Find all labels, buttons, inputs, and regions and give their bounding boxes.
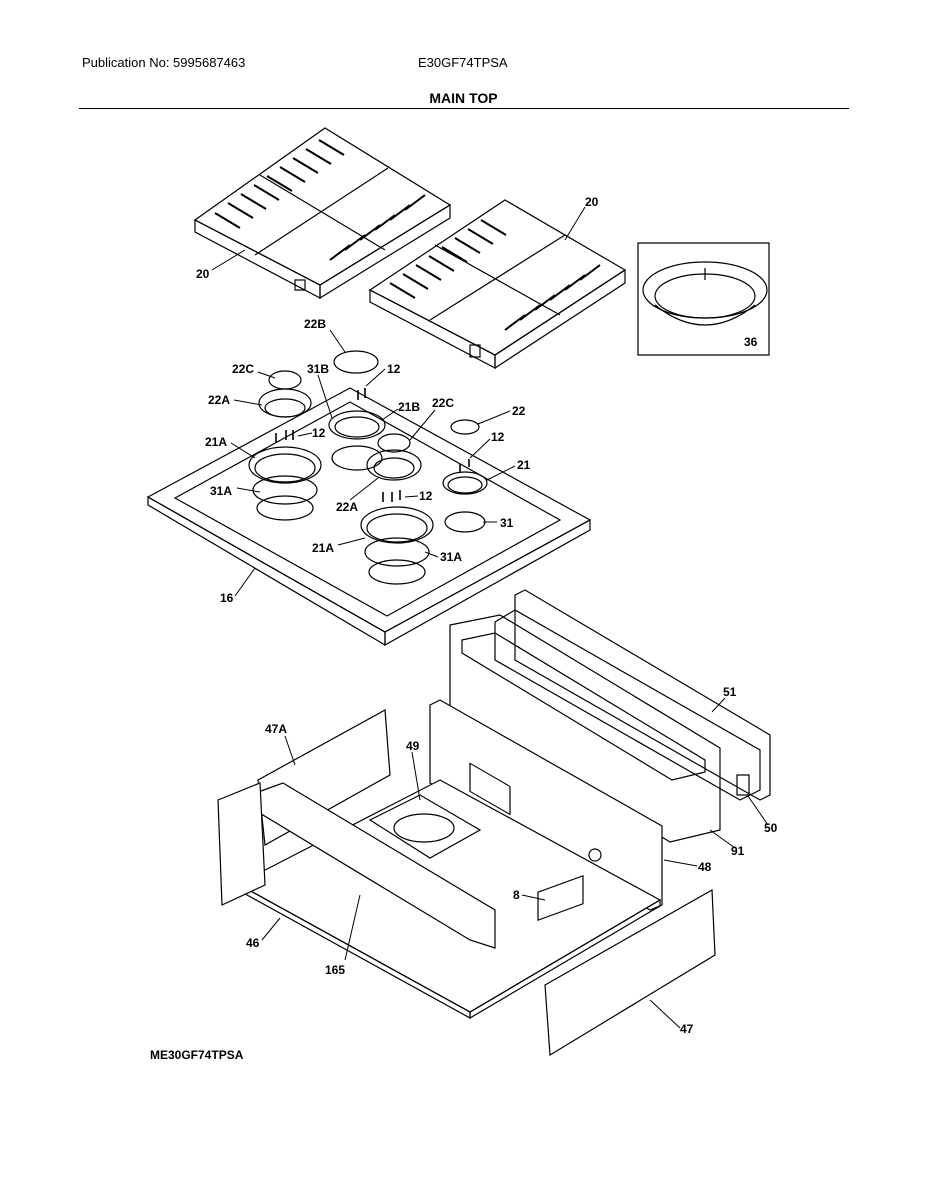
callout-16: 16: [220, 591, 234, 605]
callout-46: 46: [246, 936, 260, 950]
burner-21a-left: [248, 446, 322, 521]
burner-center: [366, 433, 422, 481]
publication-number: Publication No: 5995687463: [82, 55, 246, 70]
callout-49: 49: [406, 739, 420, 753]
callout-22c: 22C: [232, 362, 254, 376]
burner-cap-22b: [333, 350, 379, 374]
callout-8: 8: [513, 888, 520, 902]
right-grate: [368, 199, 627, 370]
callout-50: 50: [764, 821, 778, 835]
callout-48: 48: [698, 860, 712, 874]
callout-31a: 31A: [440, 550, 462, 564]
left-grate: [193, 127, 452, 300]
callout-22b: 22B: [304, 317, 326, 331]
callout-31a: 31A: [210, 484, 232, 498]
callout-47: 47: [680, 1022, 694, 1036]
cooktop-panel: [146, 387, 592, 647]
burner-cap-22: [450, 419, 480, 435]
burner-left-rear: [258, 370, 312, 418]
callout-21: 21: [517, 458, 531, 472]
callout-47a: 47A: [265, 722, 287, 736]
rear-panel-48: [429, 699, 663, 911]
callout-labels: 20 20 36 22B 22C 31B 12 22A 21B 22C 22 1…: [196, 195, 778, 1036]
callout-22c: 22C: [432, 396, 454, 410]
callout-31: 31: [500, 516, 514, 530]
section-title: MAIN TOP: [429, 90, 498, 106]
callout-165: 165: [325, 963, 345, 977]
header-divider: [79, 108, 849, 109]
callout-36: 36: [744, 335, 758, 349]
callout-21b: 21B: [398, 400, 420, 414]
model-number: E30GF74TPSA: [418, 55, 508, 70]
callout-31b: 31B: [307, 362, 329, 376]
callout-91: 91: [731, 844, 745, 858]
diagram-id: ME30GF74TPSA: [150, 1048, 244, 1062]
callout-20: 20: [585, 195, 599, 209]
burner-21a-front: [360, 506, 434, 585]
screws-12: [275, 388, 470, 502]
callout-12: 12: [387, 362, 401, 376]
burner-21b: [328, 410, 386, 471]
left-side-panel: [217, 782, 266, 906]
callout-22: 22: [512, 404, 526, 418]
callout-22a: 22A: [208, 393, 230, 407]
callout-12: 12: [491, 430, 505, 444]
callout-51: 51: [723, 685, 737, 699]
callout-12: 12: [419, 489, 433, 503]
callout-12: 12: [312, 426, 326, 440]
callout-21a: 21A: [205, 435, 227, 449]
burner-ring-inset: [637, 242, 770, 356]
callout-22a: 22A: [336, 500, 358, 514]
side-panel-47: [544, 888, 716, 1057]
backguard-assembly: [449, 589, 771, 843]
callout-20: 20: [196, 267, 210, 281]
callout-21a: 21A: [312, 541, 334, 555]
switch-8: [537, 874, 584, 922]
